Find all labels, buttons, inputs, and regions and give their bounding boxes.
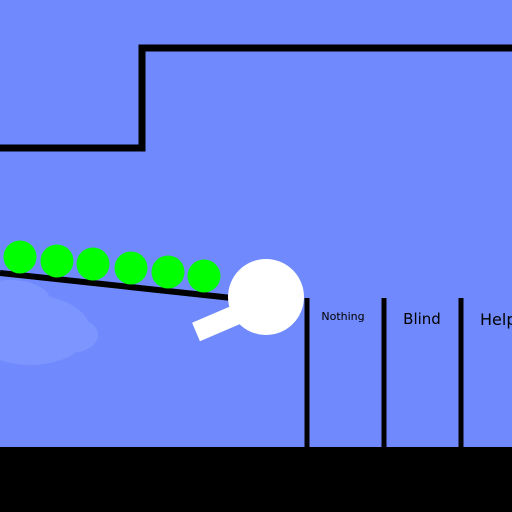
upper-wall bbox=[0, 44, 512, 152]
green-ball[interactable] bbox=[114, 251, 148, 285]
green-ball[interactable] bbox=[3, 240, 37, 274]
cloud bbox=[0, 280, 98, 365]
ball-ramp bbox=[0, 270, 233, 301]
green-ball[interactable] bbox=[151, 255, 185, 289]
green-ball[interactable] bbox=[40, 244, 74, 278]
ground bbox=[0, 447, 512, 512]
bin-label-blind: Blind bbox=[403, 310, 441, 328]
bin-label-nothing: Nothing bbox=[321, 310, 364, 323]
cannon-body[interactable] bbox=[228, 259, 304, 335]
bin-label-help: Help bbox=[480, 310, 512, 329]
green-ball[interactable] bbox=[187, 259, 221, 293]
green-ball[interactable] bbox=[76, 247, 110, 281]
cannon-launcher[interactable] bbox=[192, 259, 304, 342]
